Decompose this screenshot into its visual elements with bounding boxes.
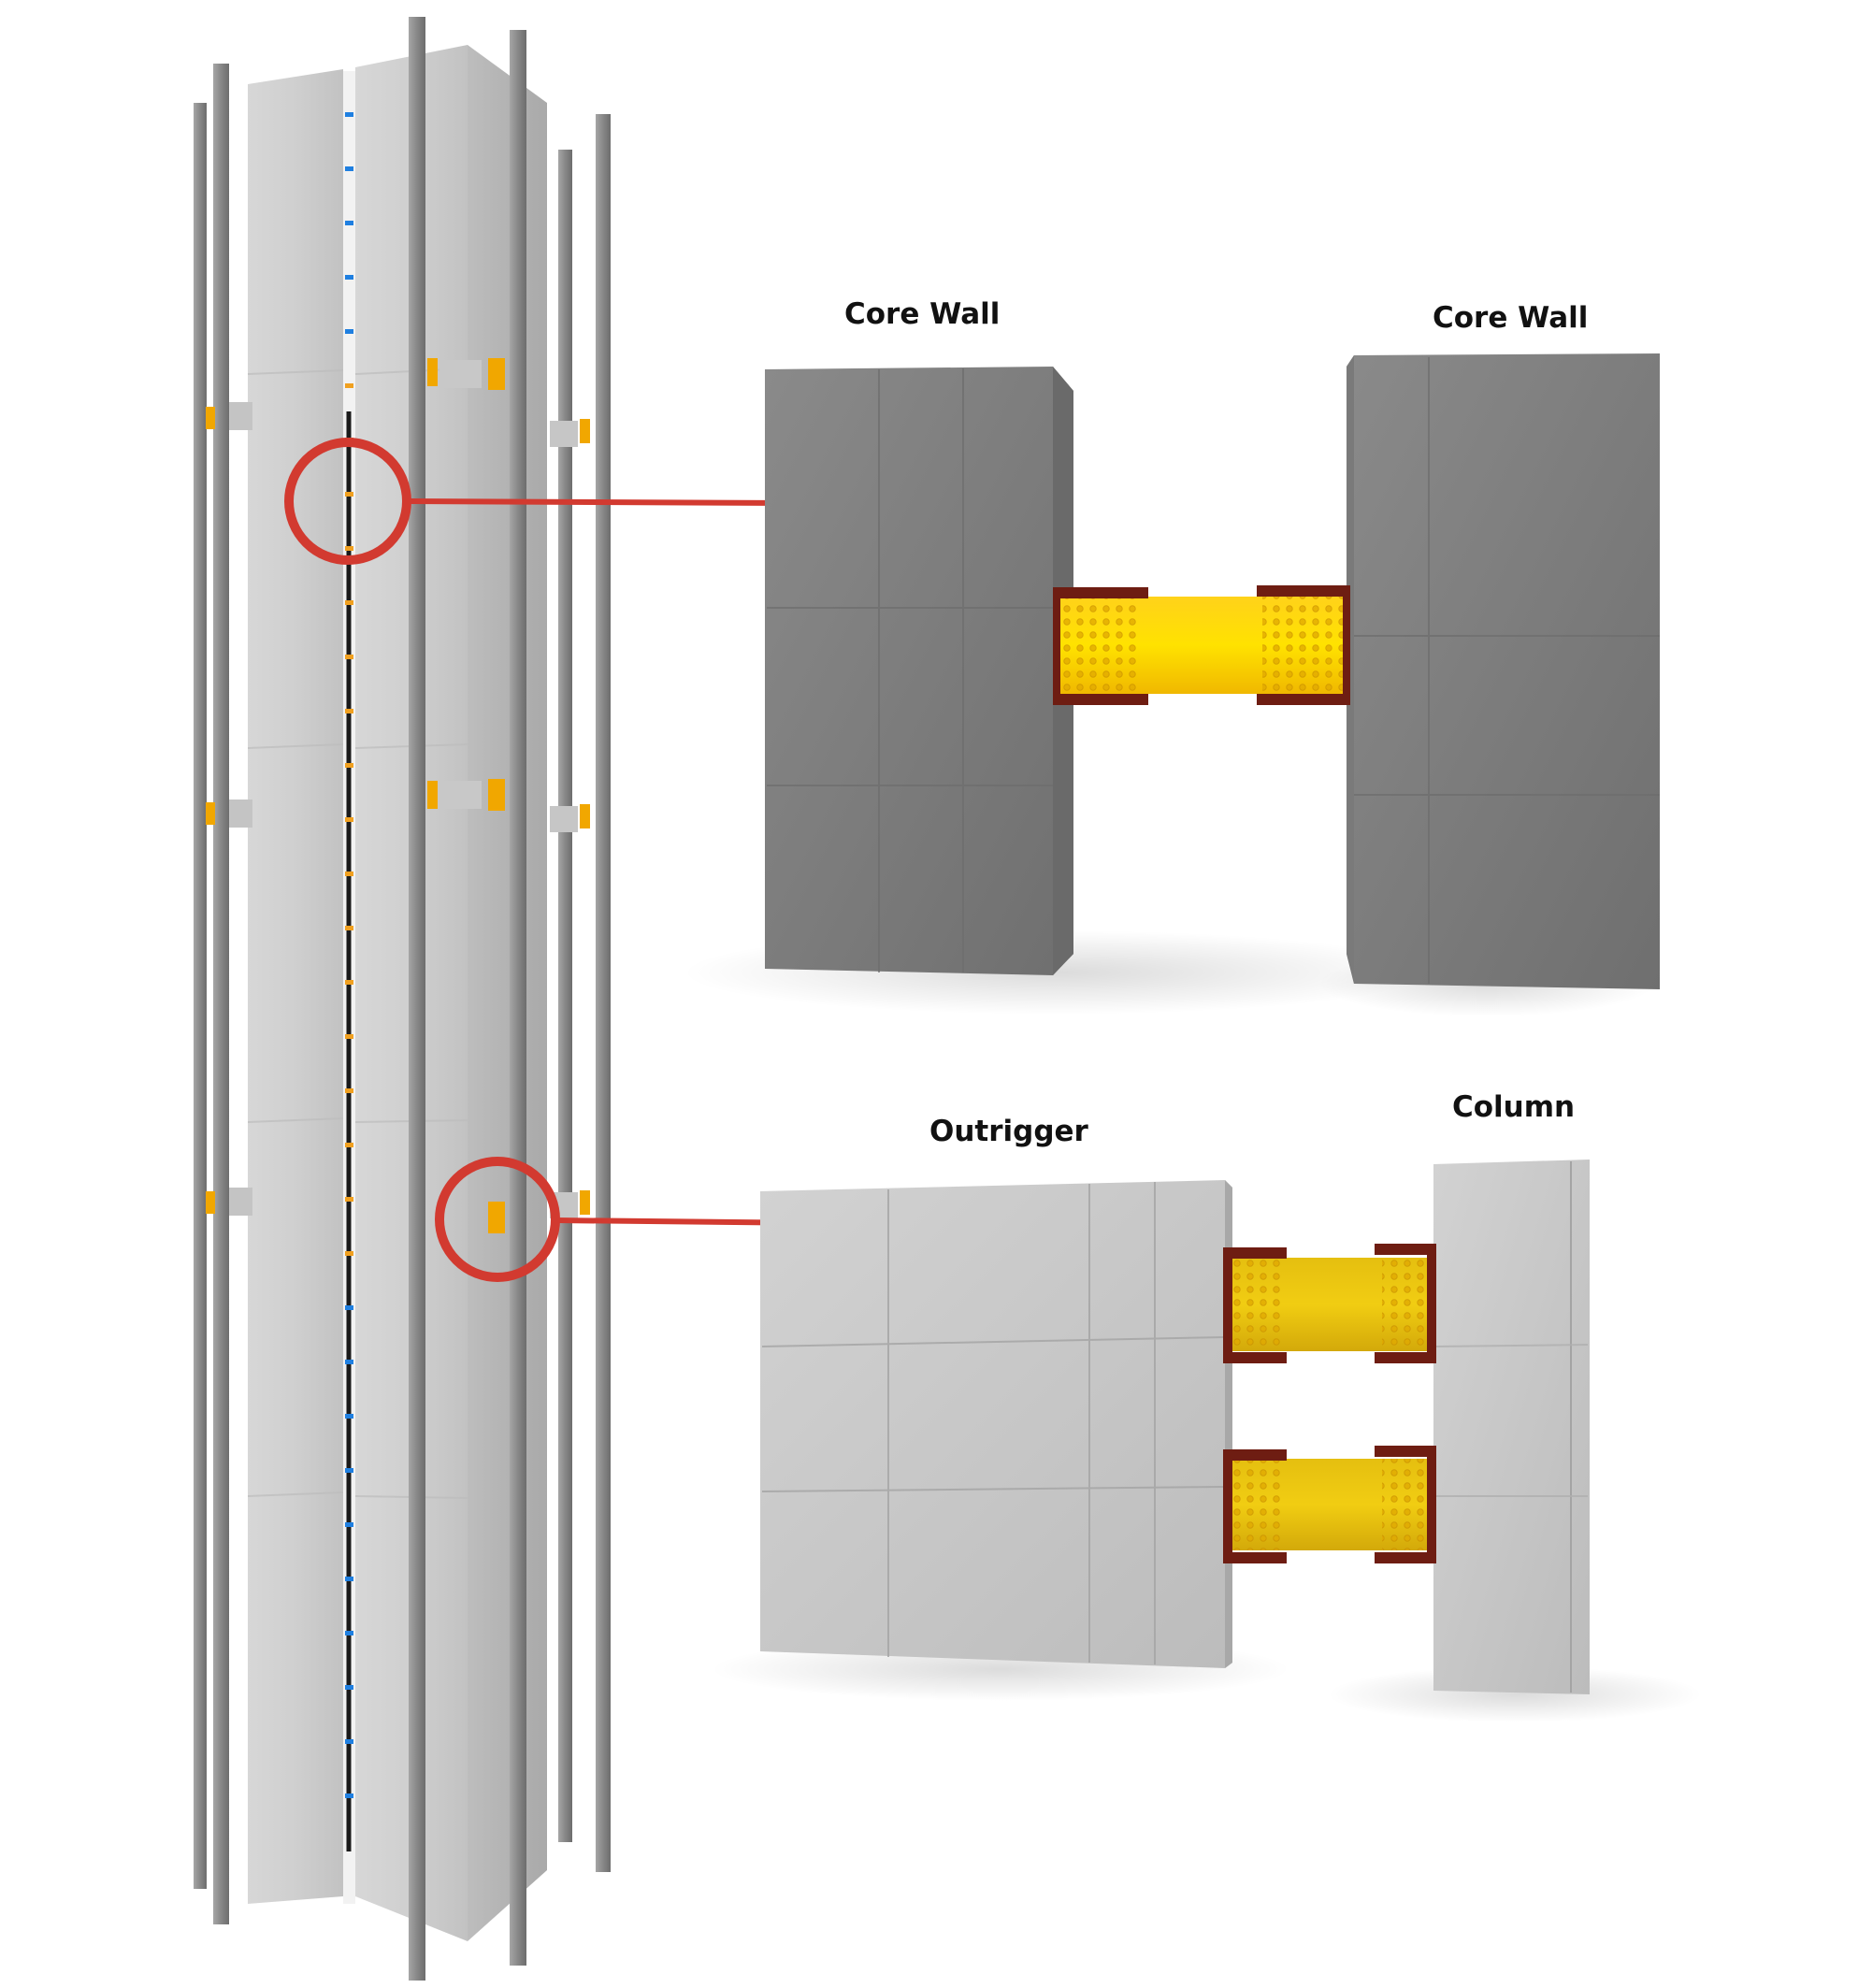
- label-column: Column: [1452, 1090, 1576, 1124]
- end-plate-right: [1257, 585, 1348, 597]
- column-right-back: [558, 150, 572, 1842]
- coupling-beam-marker: [345, 1360, 353, 1364]
- coupling-beam-marker: [345, 221, 353, 225]
- coupling-beam-detail: [683, 353, 1660, 1016]
- outrigger-link-upper: [1223, 1244, 1436, 1363]
- end-plate-left: [1055, 587, 1148, 598]
- callout-leader-coupling-beam: [406, 498, 792, 506]
- coupling-beam-marker: [345, 166, 353, 171]
- column-left-back: [194, 103, 207, 1889]
- coupling-beam-markers: [345, 112, 353, 1798]
- coupling-beam-marker: [345, 383, 353, 388]
- coupling-beam-marker: [345, 1088, 353, 1093]
- coupling-beam-marker: [345, 1143, 353, 1147]
- label-outrigger: Outrigger: [929, 1115, 1088, 1148]
- label-core-wall-right: Core Wall: [1433, 301, 1589, 335]
- wall-pier-right-side: [468, 45, 547, 1941]
- core-wall-block-right: [1347, 353, 1660, 989]
- coupling-beam-marker: [345, 1685, 353, 1690]
- coupling-beam-marker: [345, 1034, 353, 1039]
- coupling-beam-marker: [345, 817, 353, 822]
- outrigger-link-lower: [1223, 1446, 1436, 1563]
- coupling-beam-marker: [345, 600, 353, 605]
- coupling-beam-marker: [345, 872, 353, 876]
- coupling-beam-marker: [345, 546, 353, 551]
- steel-coupling-link: [1053, 585, 1350, 705]
- coupling-beam-marker: [345, 1794, 353, 1798]
- coupling-beam-marker: [345, 1468, 353, 1473]
- coupling-beam-marker: [345, 1305, 353, 1310]
- coupling-beam-marker: [345, 112, 353, 117]
- coupling-beam-marker: [345, 275, 353, 280]
- coupling-beam-marker: [345, 1522, 353, 1527]
- coupling-beam-marker: [345, 329, 353, 334]
- coupling-beam-marker: [345, 763, 353, 768]
- core-wall-tower: [194, 17, 611, 1981]
- column-center-right: [510, 30, 526, 1966]
- coupling-beam-marker: [345, 1631, 353, 1635]
- callout-circle-outrigger: [435, 1157, 560, 1282]
- coupling-beam-marker: [345, 655, 353, 659]
- column-center: [409, 17, 425, 1981]
- column-block: [1433, 1160, 1590, 1694]
- core-wall-block-left: [765, 367, 1073, 975]
- coupling-beam-marker: [345, 980, 353, 985]
- coupling-beam-marker: [345, 1251, 353, 1256]
- coupling-beam-marker: [345, 1577, 353, 1581]
- coupling-beam-marker: [345, 492, 353, 497]
- coupling-beam-marker: [345, 926, 353, 930]
- column-right-front: [596, 114, 611, 1872]
- coupling-beam-marker: [345, 709, 353, 713]
- wall-pier-left: [248, 69, 343, 1904]
- label-core-wall-left: Core Wall: [844, 297, 1001, 331]
- outrigger-detail: [711, 1160, 1702, 1722]
- coupling-beam-marker: [345, 1197, 353, 1202]
- outrigger-wall-block: [760, 1180, 1232, 1668]
- coupling-beam-marker: [345, 1414, 353, 1419]
- coupling-beam-marker: [345, 1739, 353, 1744]
- outrigger-brackets: [206, 358, 590, 1233]
- column-left-front: [213, 64, 229, 1924]
